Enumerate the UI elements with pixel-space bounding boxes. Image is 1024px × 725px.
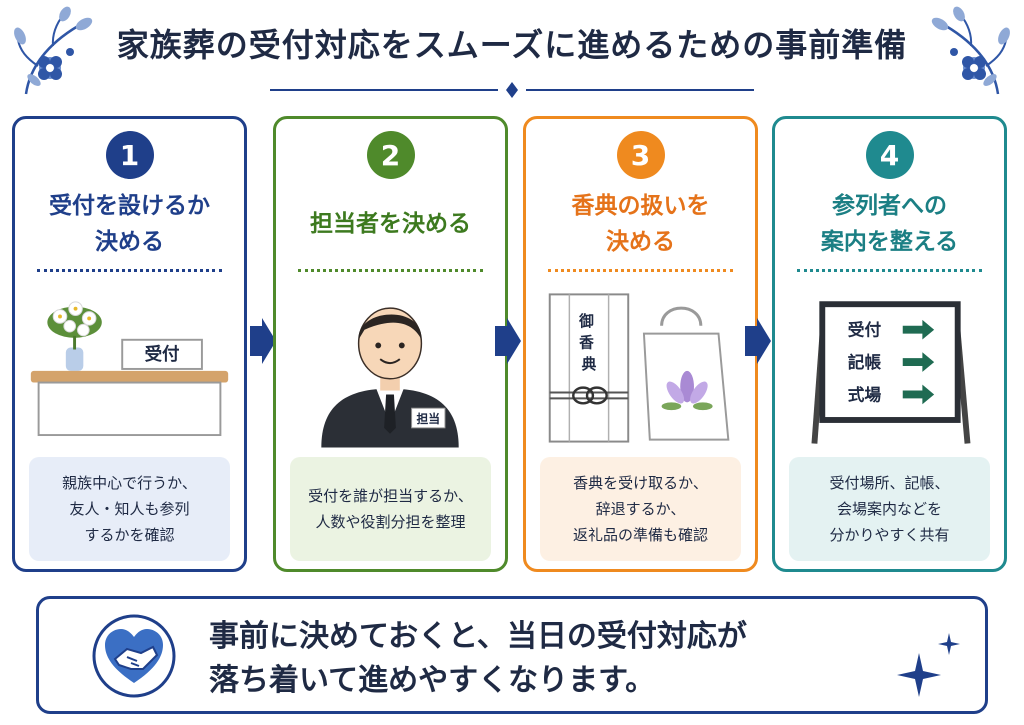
lotus-icon — [661, 370, 713, 411]
arrow-right-icon — [495, 318, 521, 364]
sign-arrow-icon — [902, 319, 935, 340]
step-title: 香典の扱いを 決める — [534, 185, 747, 265]
reception-desk-icon: 受付 — [30, 301, 229, 437]
diamond-divider-icon — [270, 82, 754, 98]
floral-corner-right-icon — [931, 6, 1010, 95]
step-card-3: 3 香典の扱いを 決める 御 香 典 — [523, 116, 758, 572]
step-card-4: 4 参列者への 案内を整える 受付 記帳 式場 受付場所、記帳、 会場案内などを… — [772, 116, 1007, 572]
sign-row-1: 受付 — [848, 320, 882, 340]
sign-arrow-icon — [902, 384, 935, 405]
step-card-2: 2 担当者を決める 担当 受付を誰が担当するか、 人数や役 — [273, 116, 508, 572]
summary-text: 事前に決めておくと、当日の受付対応が 落ち着いて進めやすくなります。 — [209, 619, 747, 699]
illustration: 受付 — [25, 285, 234, 449]
step-number-badge: 4 — [865, 131, 914, 179]
name-badge-text: 担当 — [417, 412, 441, 426]
sparkle-icon — [897, 633, 960, 697]
heart-handshake-icon — [92, 614, 176, 698]
arrow-right-icon — [250, 318, 276, 364]
envelope-text: 御 香 典 — [578, 312, 599, 373]
dotted-divider — [548, 269, 733, 272]
desk-sign-text: 受付 — [145, 344, 180, 365]
summary-banner: 事前に決めておくと、当日の受付対応が 落ち着いて進めやすくなります。 — [36, 596, 988, 714]
step-title: 受付を設けるか 決める — [23, 185, 236, 265]
step-title-text: 参列者への 案内を整える — [820, 193, 959, 255]
sign-row-3: 式場 — [848, 384, 882, 404]
step-card-1: 1 受付を設けるか 決める — [12, 116, 247, 572]
flower-vase-icon — [47, 301, 102, 371]
dotted-divider — [797, 269, 982, 272]
step-title: 担当者を決める — [284, 185, 497, 265]
step-description: 香典を受け取るか、 辞退するか、 返礼品の準備も確認 — [540, 457, 741, 561]
step-description: 受付を誰が担当するか、 人数や役割分担を整理 — [290, 457, 491, 561]
illustration: 御 香 典 — [536, 285, 745, 449]
step-title-text: 受付を設けるか 決める — [49, 193, 210, 255]
step-number-badge: 2 — [366, 131, 415, 179]
dotted-divider — [298, 269, 483, 272]
step-number-badge: 3 — [616, 131, 665, 179]
page-title: 家族葬の受付対応をスムーズに進めるための事前準備 — [116, 26, 908, 64]
step-title-text: 香典の扱いを 決める — [571, 193, 710, 255]
staff-person-icon: 担当 — [321, 307, 459, 448]
floral-corner-left-icon — [14, 6, 93, 95]
sign-arrow-icon — [902, 352, 935, 372]
gift-bag-icon — [642, 306, 730, 441]
illustration: 受付 記帳 式場 — [785, 285, 994, 449]
step-description: 受付場所、記帳、 会場案内などを 分かりやすく共有 — [789, 457, 990, 561]
step-title-text: 担当者を決める — [310, 211, 471, 238]
step-description: 親族中心で行うか、 友人・知人も参列 するかを確認 — [29, 457, 230, 561]
step-title: 参列者への 案内を整える — [783, 185, 996, 265]
dotted-divider — [37, 269, 222, 272]
arrow-right-icon — [745, 318, 771, 364]
header: 家族葬の受付対応をスムーズに進めるための事前準備 — [0, 0, 1024, 100]
step-number-badge: 1 — [105, 131, 154, 179]
condolence-envelope-icon: 御 香 典 — [548, 293, 630, 443]
sign-row-2: 記帳 — [848, 352, 882, 372]
condolence-envelope-and-gift-bag-icon: 御 香 典 — [548, 293, 730, 443]
illustration: 担当 — [286, 285, 495, 449]
guide-signboard-icon: 受付 記帳 式場 — [811, 301, 971, 444]
